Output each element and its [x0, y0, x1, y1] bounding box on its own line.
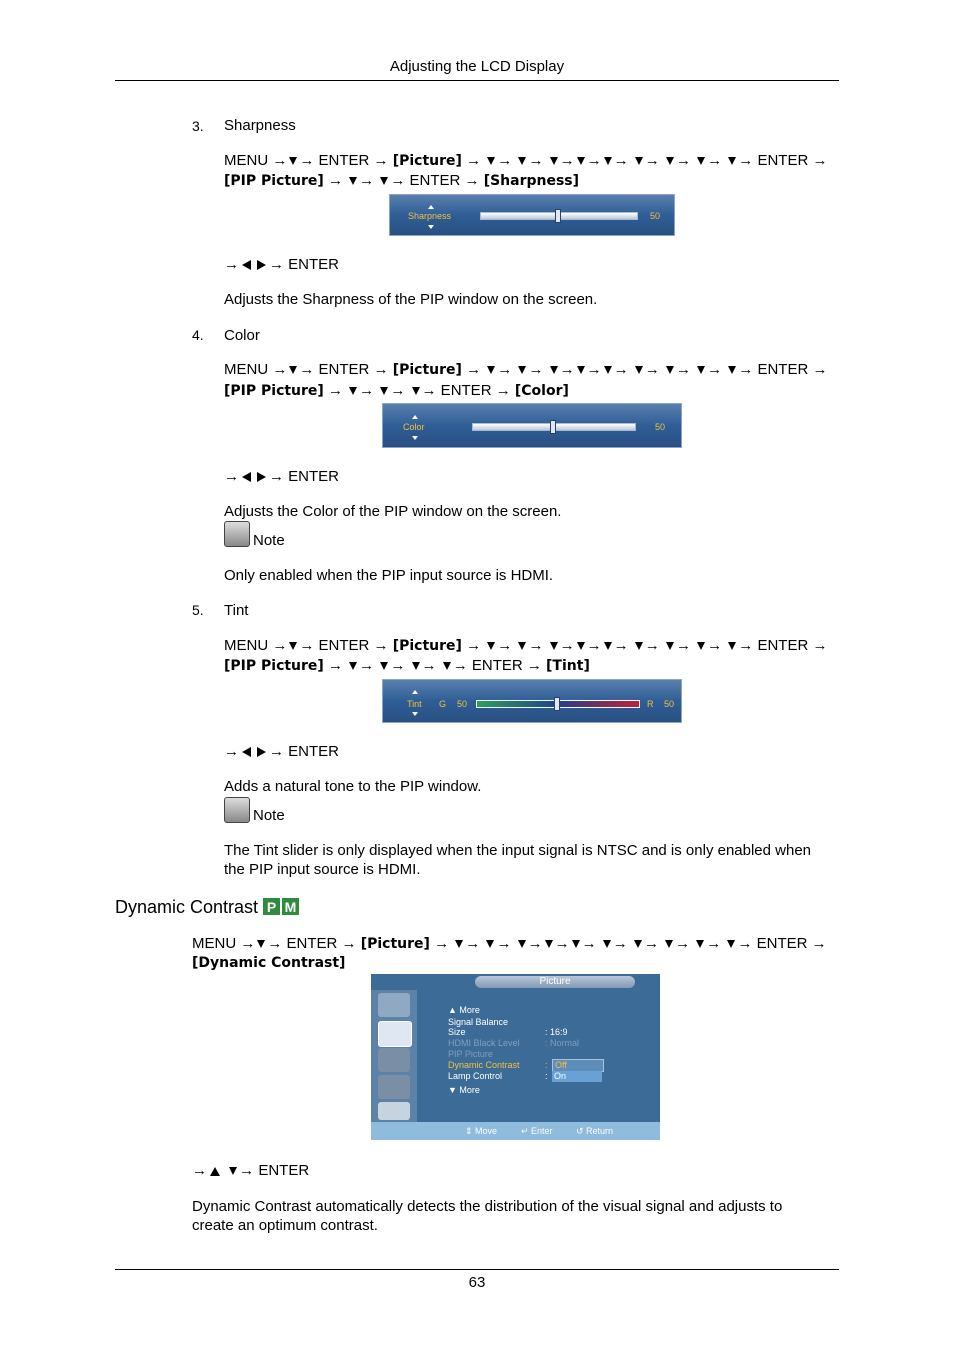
header-rule [115, 80, 839, 81]
osd-footer-enter: ↵ Enter [521, 1126, 553, 1136]
section-heading-tint: Tint [224, 602, 249, 619]
osd-setup-icon [378, 1075, 410, 1099]
slider-knob [550, 420, 556, 434]
note-icon [224, 521, 250, 547]
tint-description: Adds a natural tone to the PIP window. [224, 778, 482, 795]
item-number: 5. [192, 602, 204, 618]
note-label: Note [253, 807, 285, 824]
adjust-path: →→ ENTER [224, 256, 340, 273]
osd-input-icon [378, 993, 410, 1017]
osd-multi-control-icon [378, 1102, 410, 1120]
osd-row-value: : Normal [545, 1038, 580, 1048]
dynamic-contrast-description: Dynamic Contrast automatically detects t… [192, 1198, 783, 1234]
slider-knob [555, 209, 561, 223]
tint-slider-osd: Tint G 50 R 50 [382, 679, 682, 723]
nav-path-line2: [PIP Picture] → → → ENTER → [Sharpness] [224, 172, 580, 189]
slider-knob [554, 697, 560, 711]
osd-footer: ⇕ Move ↵ Enter ↺ Return [371, 1122, 660, 1140]
osd-sound-icon [378, 1048, 410, 1072]
nav-path-line2: [PIP Picture] → → → → ENTER → [Color] [224, 382, 569, 399]
osd-more-down: ▼ More [448, 1085, 480, 1095]
osd-title: Picture [475, 976, 635, 988]
osd-row-label: Signal Balance [448, 1017, 509, 1027]
nav-path-line2: [Dynamic Contrast] [192, 955, 346, 971]
nav-path-line1: MENU →→ ENTER → [Picture] → → → →→→ → → … [224, 637, 828, 654]
adjust-path: →→ ENTER [224, 743, 340, 760]
section-heading-color: Color [224, 327, 260, 344]
nav-path-line1: MENU →→ ENTER → [Picture] → → → →→→ → → … [224, 152, 828, 169]
page-header: Adjusting the LCD Display [389, 58, 565, 75]
osd-row-label: HDMI Black Level [448, 1038, 520, 1048]
osd-option-on: On [552, 1071, 602, 1082]
adjust-path: → → ENTER [192, 1162, 310, 1179]
item-number: 4. [192, 327, 204, 343]
color-note-text: Only enabled when the PIP input source i… [224, 567, 554, 584]
footer-rule [115, 1269, 839, 1270]
adjust-path: →→ ENTER [224, 468, 340, 485]
osd-more-up: ▲ More [448, 1005, 480, 1015]
osd-row-value: : [545, 1071, 548, 1081]
nav-path-line1: MENU →→ ENTER → [Picture] → → → →→→ → → … [224, 361, 828, 378]
nav-path-line1: MENU →→ ENTER → [Picture] → → → →→→ → → … [192, 935, 827, 952]
osd-row-label: PIP Picture [448, 1049, 493, 1059]
nav-path-line2: [PIP Picture] → → → → → ENTER → [Tint] [224, 657, 590, 674]
section-heading-sharpness: Sharpness [224, 117, 296, 134]
picture-osd-menu: Picture ▲ More Signal Balance Size : 16:… [371, 974, 660, 1140]
item-number: 3. [192, 118, 204, 134]
osd-footer-move: ⇕ Move [465, 1126, 498, 1136]
osd-row-value: : [545, 1060, 548, 1070]
section-heading-dynamic-contrast: Dynamic Contrast P M [115, 897, 300, 918]
pm-mode-icon: P M [263, 898, 300, 915]
note-label: Note [253, 532, 285, 549]
osd-row-value: : 16:9 [545, 1027, 568, 1037]
color-slider-osd: Color 50 [382, 403, 682, 448]
svg-text:M: M [285, 899, 297, 915]
osd-row-label: Size [448, 1027, 466, 1037]
sharpness-description: Adjusts the Sharpness of the PIP window … [224, 291, 598, 308]
osd-row-label: Lamp Control [448, 1071, 503, 1081]
color-description: Adjusts the Color of the PIP window on t… [224, 503, 562, 520]
note-icon [224, 797, 250, 823]
tint-note-line2: the PIP input source is HDMI. [224, 861, 421, 878]
osd-footer-return: ↺ Return [576, 1126, 614, 1136]
svg-text:P: P [267, 899, 276, 915]
page-number: 63 [468, 1274, 486, 1291]
osd-row-label-selected: Dynamic Contrast [448, 1060, 520, 1070]
osd-picture-icon [378, 1021, 412, 1047]
tint-note-line1: The Tint slider is only displayed when t… [224, 842, 812, 859]
sharpness-slider-osd: Sharpness 50 [389, 194, 675, 236]
